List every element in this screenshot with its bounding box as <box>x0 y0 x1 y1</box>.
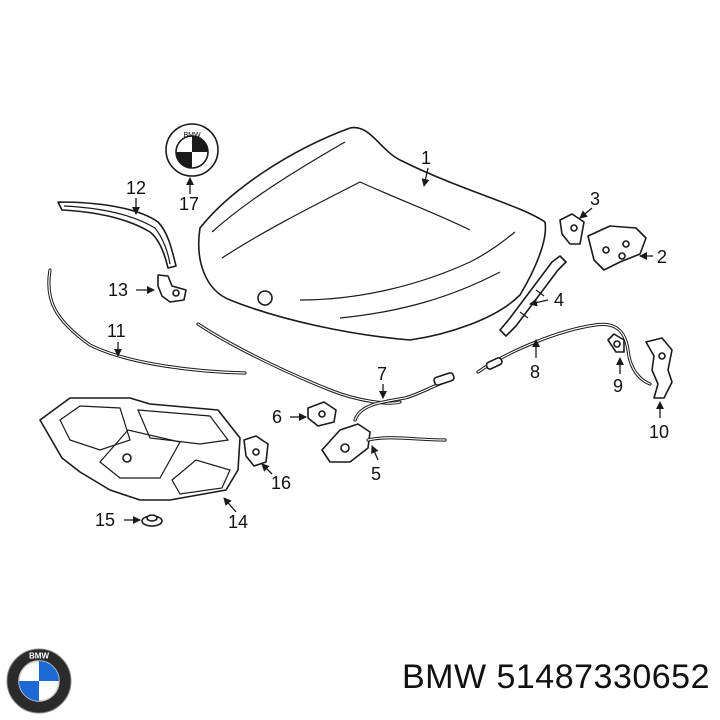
gas-strut <box>499 255 567 337</box>
callout-7: 7 <box>377 364 387 384</box>
hinge-bracket <box>559 213 585 245</box>
callout-6: 6 <box>272 407 282 427</box>
emblem-lettering: BMW <box>183 132 201 139</box>
seal-bracket <box>157 274 187 303</box>
cable-clip <box>607 333 625 353</box>
hood-insulation-panel <box>39 397 241 501</box>
callout-17: 17 <box>179 194 199 214</box>
hood-seal-strip <box>57 201 177 269</box>
part-number-caption: BMW 51487330652 <box>401 658 710 696</box>
callout-10: 10 <box>649 422 669 442</box>
leader-lines <box>114 167 664 524</box>
callout-15: 15 <box>95 510 115 530</box>
callout-3: 3 <box>590 189 600 209</box>
panel-clip <box>141 514 163 527</box>
lock-bracket <box>307 401 337 427</box>
hood-panel <box>198 126 547 341</box>
bmw-hood-emblem: BMW <box>165 123 219 177</box>
callout-8: 8 <box>530 362 540 382</box>
callout-4: 4 <box>554 290 564 310</box>
logo-lettering: BMW <box>29 652 49 661</box>
release-cable <box>353 372 455 422</box>
callout-5: 5 <box>371 464 381 484</box>
callout-2: 2 <box>657 247 667 267</box>
callout-labels: 1 2 3 4 5 6 7 8 9 10 11 12 13 14 15 16 1… <box>95 148 669 532</box>
callout-13: 13 <box>108 280 128 300</box>
hood-hinge <box>587 225 647 271</box>
callout-16: 16 <box>271 473 291 493</box>
callout-9: 9 <box>613 376 623 396</box>
callout-12: 12 <box>126 178 146 198</box>
bmw-logo-icon: BMW <box>6 648 72 714</box>
callout-11: 11 <box>107 321 126 341</box>
seal-cable <box>47 268 247 375</box>
callout-1: 1 <box>421 148 431 168</box>
callout-14: 14 <box>228 512 248 532</box>
safety-catch-bracket <box>645 337 673 399</box>
underbody-bracket <box>243 435 269 467</box>
hood-lock <box>321 423 447 463</box>
release-cable-rear <box>476 322 652 386</box>
